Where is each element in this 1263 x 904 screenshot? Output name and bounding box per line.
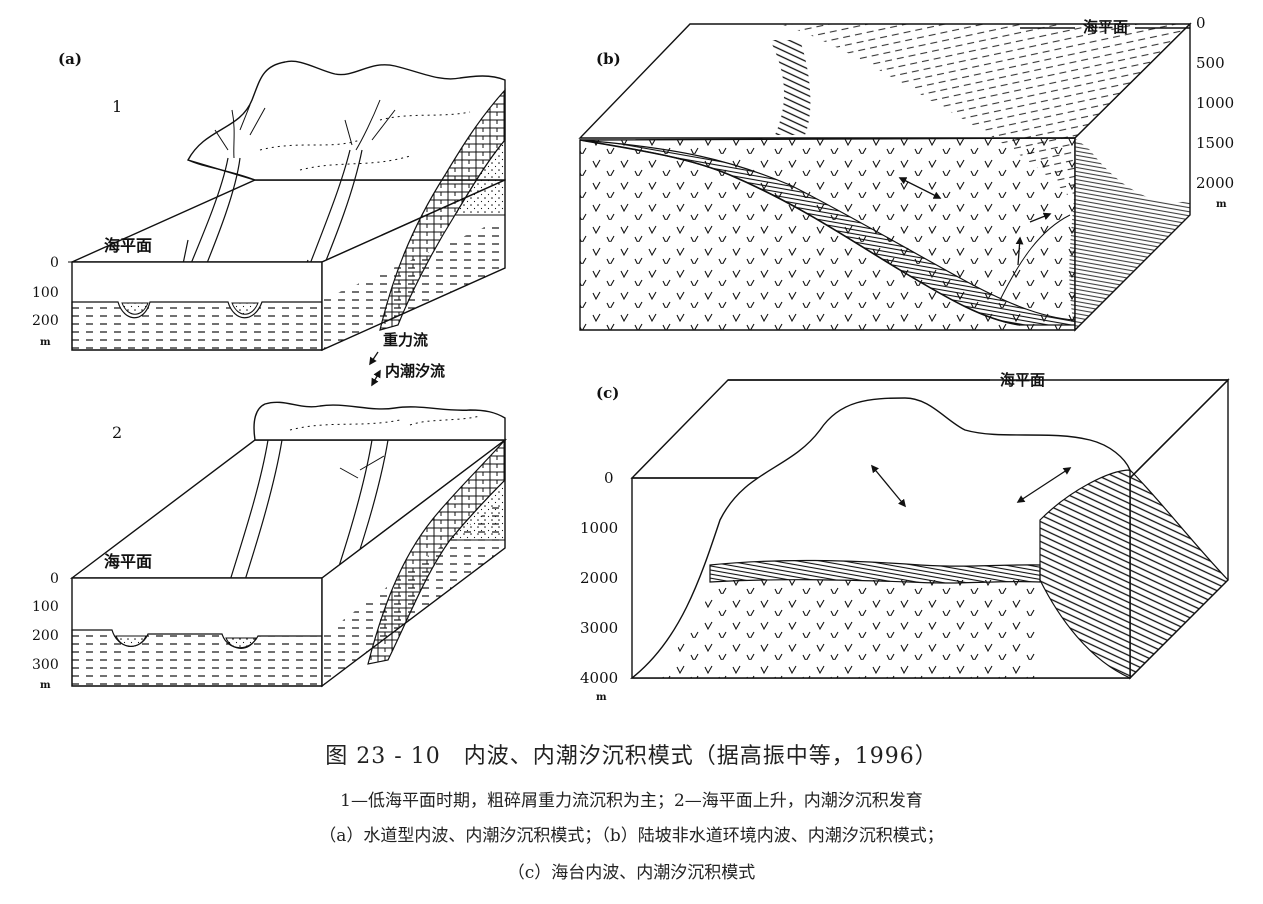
panel-a: (a) 1 (32, 50, 508, 691)
small-arrow-icon (369, 351, 379, 366)
large-arrow-icon (371, 369, 381, 387)
a1-sea-level-label: 海平面 (104, 236, 152, 255)
c-wave-arrow-2 (1016, 467, 1072, 503)
b-tick-1500: 1500 (1196, 134, 1234, 152)
a1-tick-100: 100 (32, 285, 59, 301)
panel-a-block-1: 1 (32, 60, 506, 352)
c-internal-tide-deposit (709, 559, 1041, 584)
b-upslope-arrow-1 (1029, 212, 1052, 223)
figure-caption-line-3: （c）海台内波、内潮汐沉积模式 (507, 863, 756, 883)
b-upslope-arrow-2 (1015, 236, 1024, 266)
stage-1-number: 1 (112, 97, 122, 116)
carbonate-wedge-2 (367, 438, 506, 665)
panel-a-label: (a) (58, 50, 82, 68)
figure-canvas: (a) 1 (32, 14, 1234, 703)
b-tick-1000: 1000 (1196, 94, 1234, 112)
a2-sea-level-label: 海平面 (104, 552, 152, 571)
panel-a-block-2: 2 0 100 200 300 m 海平面 (32, 401, 508, 691)
b-tick-0: 0 (1196, 14, 1206, 32)
c-tick-1000: 1000 (580, 519, 618, 537)
panel-a-legend: 重力流 内潮汐流 (369, 331, 445, 387)
panel-c-label: (c) (596, 384, 619, 402)
figure-caption-line-1: 1—低海平面时期，粗碎屑重力流沉积为主；2—海平面上升，内潮汐沉积发育 (340, 791, 923, 811)
b-tick-500: 500 (1196, 54, 1225, 72)
c-tick-4000: 4000 (580, 669, 618, 687)
a2-tick-200: 200 (32, 628, 59, 644)
legend-internal-tide: 内潮汐流 (385, 362, 445, 380)
a2-tick-100: 100 (32, 599, 59, 615)
c-tick-0: 0 (604, 469, 614, 487)
c-basement (655, 580, 1040, 678)
c-sea-level-label: 海平面 (1000, 371, 1045, 389)
figure-caption-title: 图 23 - 10 内波、内潮汐沉积模式（据高振中等，1996） (325, 744, 938, 769)
b-internal-wave-arrow (898, 177, 942, 199)
a2-tick-300: 300 (32, 657, 59, 673)
stage-2-number: 2 (112, 423, 122, 442)
a1-unit: m (40, 337, 51, 348)
b-unit: m (1216, 199, 1227, 210)
panel-c: (c) 海平面 0 1000 2000 3000 4000 m (580, 371, 1230, 703)
shelf-terrain-2 (253, 401, 506, 441)
b-seafloor-surface (580, 24, 1190, 221)
c-unit: m (596, 692, 607, 703)
c-wave-arrow-1 (871, 464, 906, 508)
b-sea-level-label: 海平面 (1083, 18, 1128, 36)
a2-tick-0: 0 (50, 571, 59, 587)
panel-b-label: (b) (596, 50, 621, 68)
mud-layer-1 (71, 301, 323, 351)
a1-tick-0: 0 (50, 255, 59, 271)
mud-layer-2 (71, 629, 323, 687)
legend-gravity-flow: 重力流 (383, 331, 428, 349)
shelf-terrain-1 (186, 60, 506, 181)
a1-tick-200: 200 (32, 313, 59, 329)
b-tick-2000: 2000 (1196, 174, 1234, 192)
carbonate-wedge-1 (379, 88, 506, 331)
c-tick-3000: 3000 (580, 619, 618, 637)
panel-b: (b) 海平面 0 500 1000 1500 2000 m (578, 14, 1234, 332)
c-tick-2000: 2000 (580, 569, 618, 587)
c-plateau-flank (1039, 469, 1229, 679)
figure-caption-line-2: （a）水道型内波、内潮汐沉积模式；（b）陆坡非水道环境内波、内潮汐沉积模式； (319, 826, 944, 846)
a2-unit: m (40, 680, 51, 691)
